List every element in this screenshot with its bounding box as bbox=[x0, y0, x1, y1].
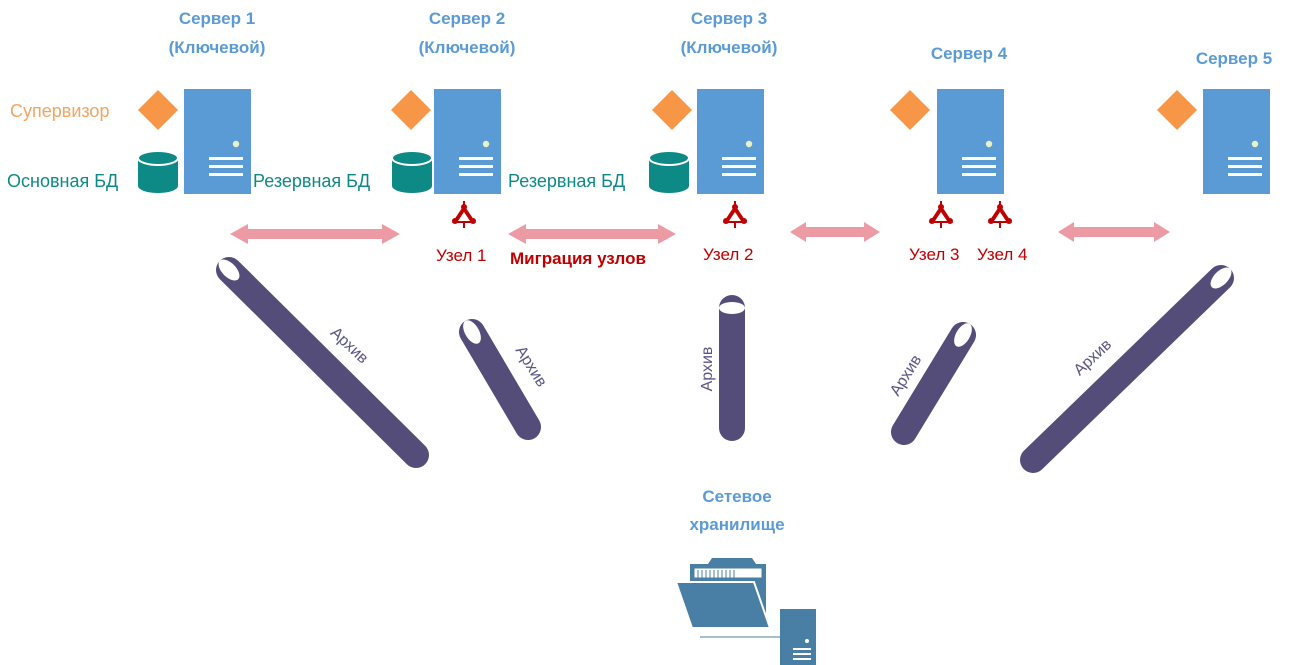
server-3-subtitle: (Ключевой) bbox=[681, 38, 778, 57]
server-1-subtitle: (Ключевой) bbox=[169, 38, 266, 57]
double-arrow-1-2 bbox=[230, 224, 400, 244]
node-1-icon bbox=[451, 200, 477, 229]
supervisor-2-icon bbox=[391, 90, 431, 130]
node-3-icon bbox=[928, 200, 954, 229]
backup-db-1-icon bbox=[391, 150, 433, 194]
migration-label: Миграция узлов bbox=[510, 249, 646, 268]
storage-title-line1: Сетевое bbox=[702, 487, 771, 506]
server-4-icon bbox=[937, 89, 1004, 194]
backup-db-2-icon bbox=[648, 150, 690, 194]
supervisor-1-icon bbox=[138, 90, 178, 130]
node-2-label: Узел 2 bbox=[703, 245, 753, 264]
server-1-icon bbox=[184, 89, 251, 194]
archive-label-3: Архив bbox=[699, 347, 716, 392]
server-3-title: Сервер 3 bbox=[691, 9, 767, 28]
main-db-label: Основная БД bbox=[7, 171, 118, 191]
server-5-title: Сервер 5 bbox=[1196, 49, 1272, 68]
supervisor-3-icon bbox=[652, 90, 692, 130]
server-3-icon bbox=[697, 89, 764, 194]
node-3-label: Узел 3 bbox=[909, 245, 959, 264]
supervisor-5-icon bbox=[1157, 90, 1197, 130]
archive-pipe-2 bbox=[459, 319, 541, 440]
server-5-icon bbox=[1203, 89, 1270, 194]
node-4-icon bbox=[987, 200, 1013, 229]
server-2-title: Сервер 2 bbox=[429, 9, 505, 28]
backup-db-1-label: Резервная БД bbox=[253, 171, 370, 191]
storage-server-icon bbox=[780, 609, 816, 665]
server-1-title: Сервер 1 bbox=[179, 9, 255, 28]
node-4-label: Узел 4 bbox=[977, 245, 1027, 264]
storage-title-line2: хранилище bbox=[689, 515, 784, 534]
supervisor-4-icon bbox=[890, 90, 930, 130]
supervisor-label: Супервизор bbox=[10, 101, 109, 121]
double-arrow-2-3 bbox=[508, 224, 676, 244]
node-1-label: Узел 1 bbox=[436, 246, 486, 265]
archive-pipe-1 bbox=[216, 257, 429, 468]
archive-pipe-4 bbox=[891, 322, 976, 445]
double-arrow-3-4 bbox=[790, 222, 880, 242]
server-2-subtitle: (Ключевой) bbox=[419, 38, 516, 57]
server-4-title: Сервер 4 bbox=[931, 44, 1008, 63]
folder-icon bbox=[674, 558, 772, 629]
archive-label-2: Архив bbox=[512, 343, 550, 390]
server-2-icon bbox=[434, 89, 501, 194]
double-arrow-4-5 bbox=[1058, 222, 1170, 242]
archive-pipe-5 bbox=[1020, 265, 1234, 473]
backup-db-2-label: Резервная БД bbox=[508, 171, 625, 191]
main-db-icon bbox=[137, 150, 179, 194]
node-2-icon bbox=[722, 200, 748, 229]
